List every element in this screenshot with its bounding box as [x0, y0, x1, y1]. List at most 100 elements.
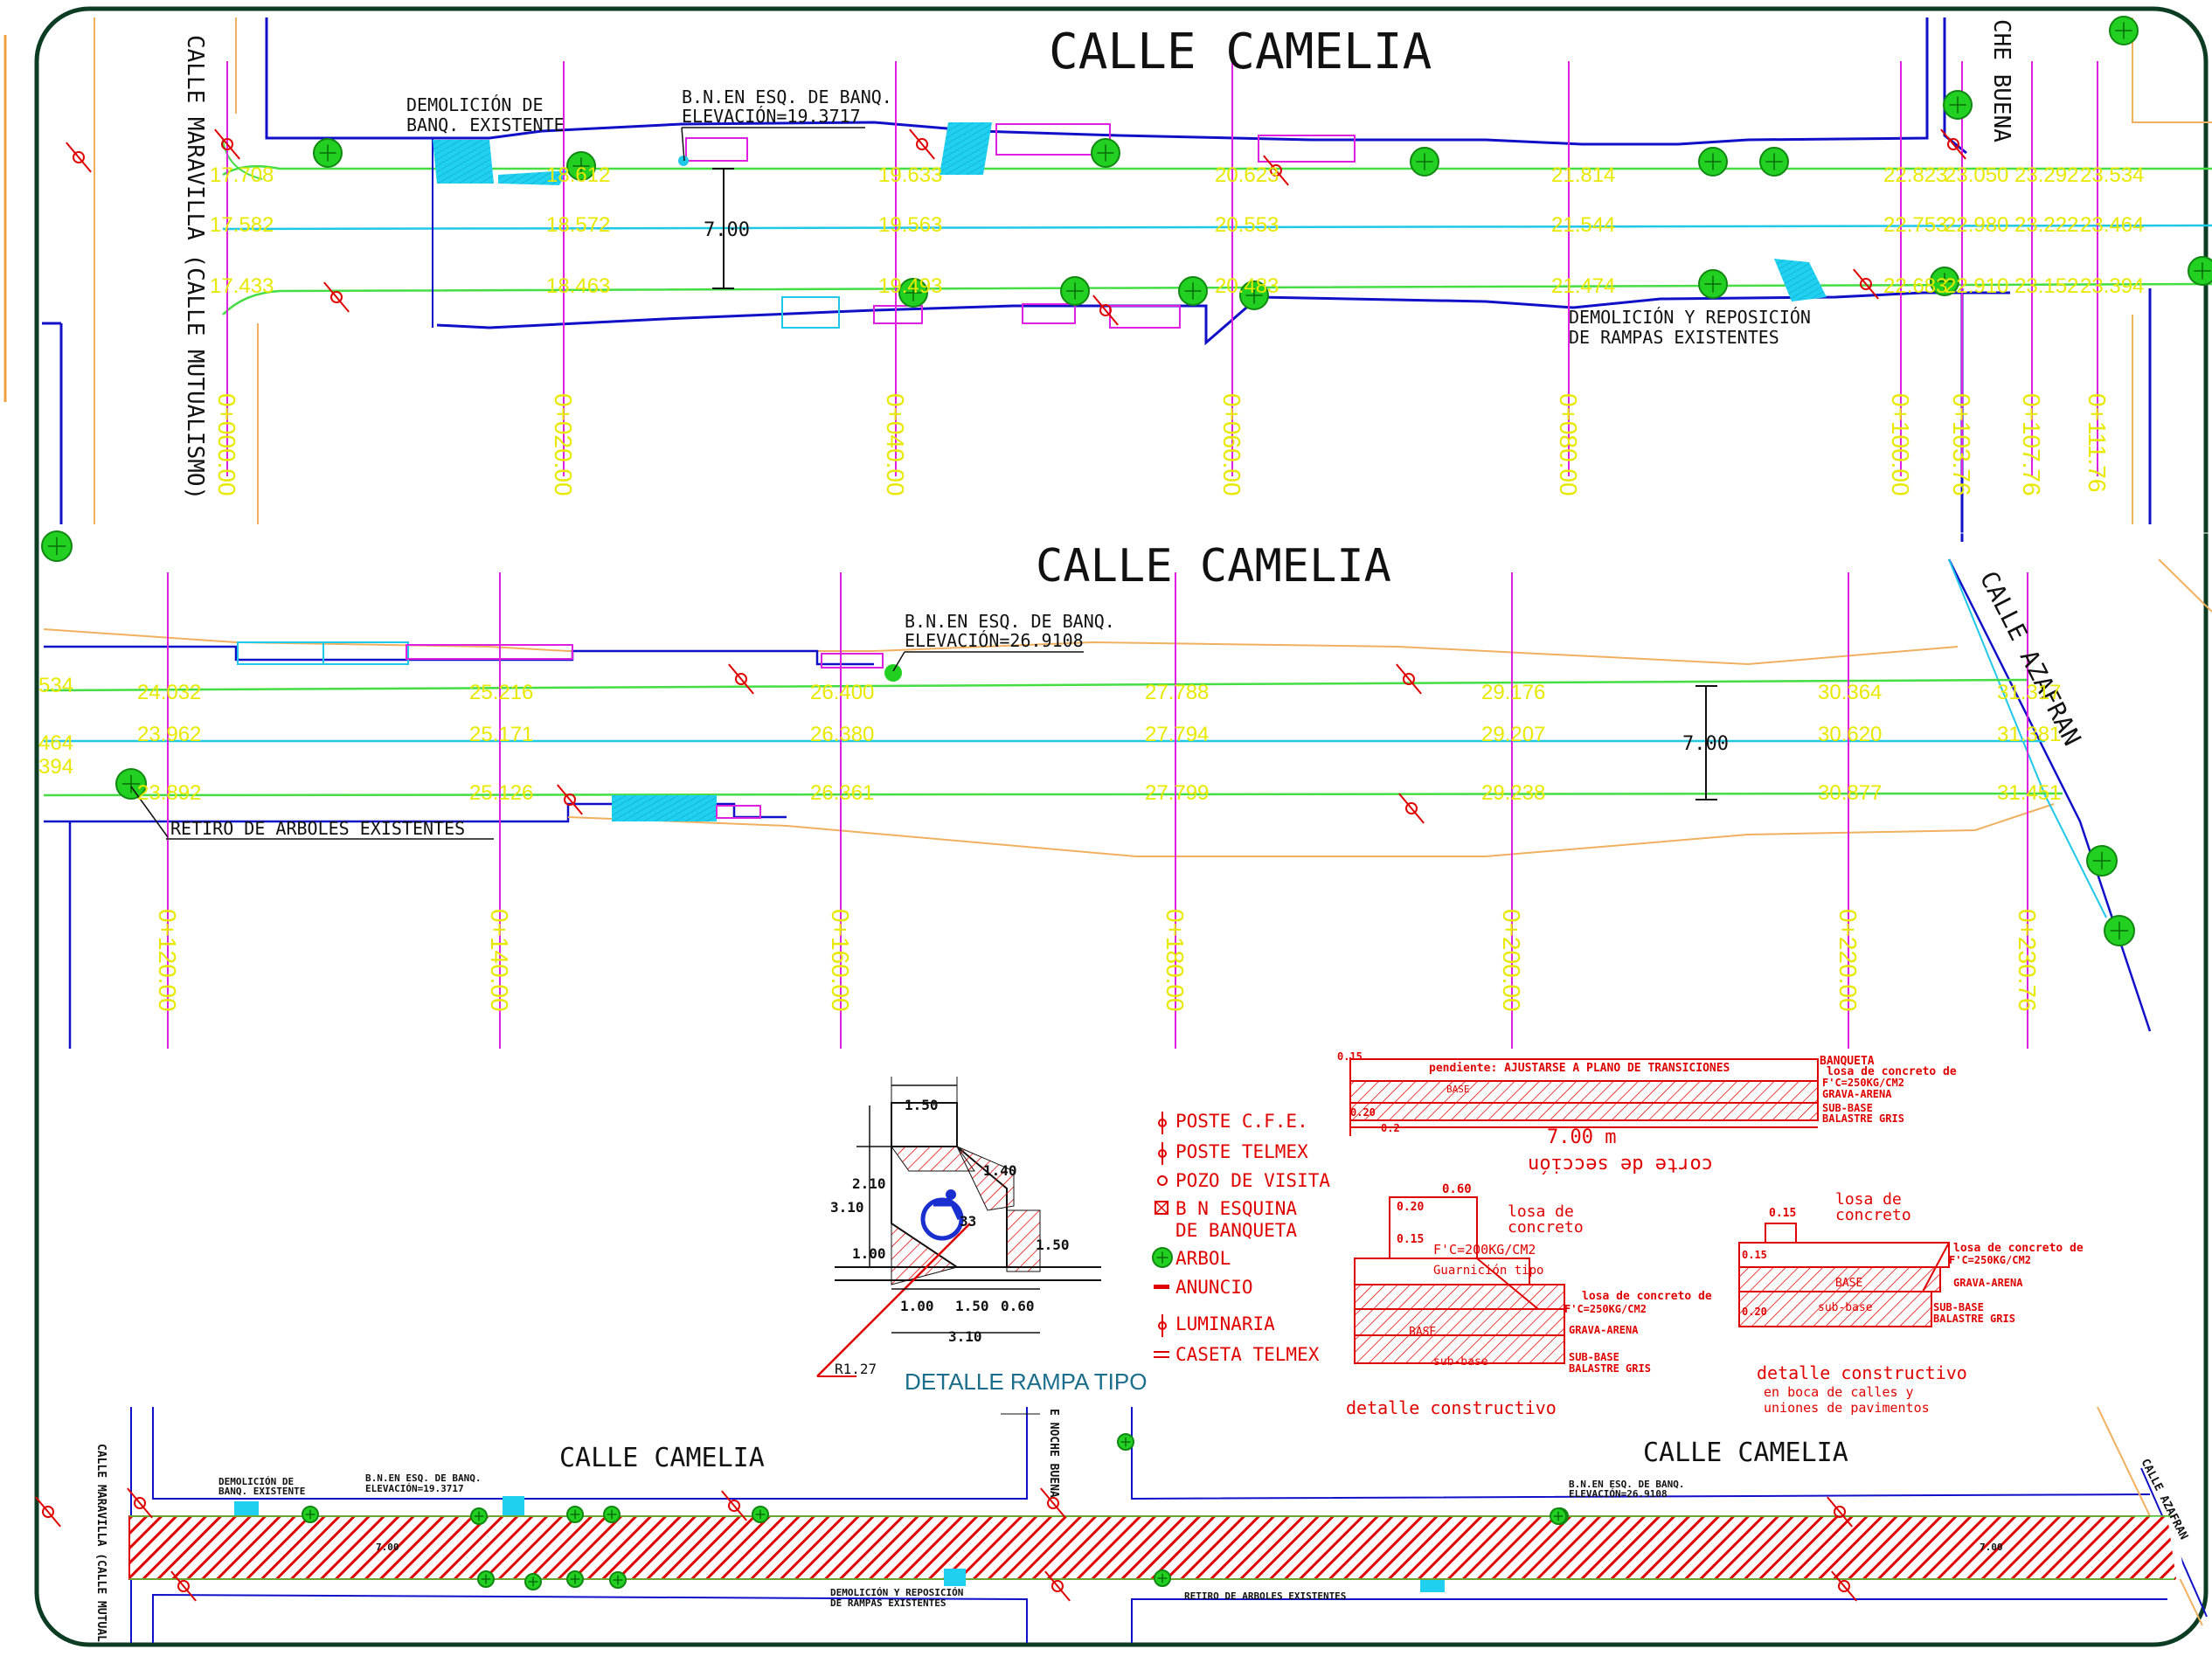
note-trees: RETIRO DE ARBOLES EXISTENTES	[170, 818, 465, 839]
pole-icon-shaft	[35, 1496, 61, 1528]
legend-label: DE BANQUETA	[1175, 1220, 1297, 1241]
elev-bot: 20.483	[1215, 274, 1279, 298]
elev-edge-top: 534	[38, 674, 73, 697]
elev-mid: 25.171	[469, 723, 533, 746]
tree-icon	[609, 1571, 627, 1589]
legend-label: POZO DE VISITA	[1175, 1170, 1330, 1191]
detail2-t015b: 0.15	[1742, 1249, 1767, 1261]
overview-title-left: CALLE CAMELIA	[559, 1443, 765, 1473]
pole-icon-shaft	[1398, 793, 1425, 824]
tree-icon-detail	[1184, 282, 1202, 300]
pole-icon	[1396, 663, 1422, 695]
pole-icon-base	[330, 291, 343, 303]
elev-bot: 29.238	[1481, 781, 1545, 805]
ramp-radius: R1.27	[835, 1361, 877, 1377]
elev-bot: 19.493	[878, 274, 942, 298]
section-t02: 0.2	[1381, 1122, 1400, 1134]
elev-top: 27.788	[1145, 681, 1209, 704]
tree-icon	[1239, 281, 1269, 310]
tree-icon	[2109, 16, 2139, 45]
pole-icon-base	[1099, 304, 1112, 316]
section-t015: 0.15	[1337, 1050, 1363, 1063]
tree-icon	[2104, 915, 2135, 946]
pole-icon-base	[735, 673, 747, 685]
street-section: pendiente: AJUSTARSE A PLANO DE TRANSICI…	[1337, 1050, 1957, 1175]
pole-icon-base	[728, 1500, 740, 1512]
overview-demol-1: DEMOLICIÓN DE	[218, 1476, 294, 1487]
section-grava: GRAVA-ARENA	[1822, 1088, 1892, 1100]
detail1-t015: 0.15	[1397, 1233, 1424, 1246]
pole-icon-shaft	[721, 1490, 747, 1521]
pole-icon-shaft	[728, 663, 754, 695]
pole-icon	[1940, 128, 1966, 160]
elev-mid: 23.464	[2080, 213, 2144, 237]
detail2-losa-1: losa de	[1835, 1190, 1902, 1209]
tree-icon	[752, 1506, 769, 1523]
elev-top: 31.317	[1997, 681, 2061, 704]
elev-mid: 23.962	[137, 723, 201, 746]
elev-top: 19.633	[878, 163, 942, 187]
overview-panel: CALLE CAMELIA CALLE CAMELIA CALLE MARAVI…	[35, 1406, 2208, 1643]
detail1-base: BASE	[1409, 1326, 1436, 1339]
elev-mid: 20.553	[1215, 213, 1279, 237]
elev-top: 18.612	[546, 163, 610, 187]
section-width: 7.00 m	[1547, 1126, 1616, 1148]
ramp-dim-150b: 1.50	[955, 1298, 989, 1314]
ramp-dim-310b: 3.10	[948, 1328, 982, 1345]
pole-icon-base	[1051, 1580, 1064, 1592]
cross-street-right: CHE BUENA	[1988, 19, 2014, 142]
section-base: BASE	[1446, 1084, 1470, 1095]
detail2-caption-2: en boca de calles y	[1764, 1384, 1914, 1400]
overview-bn2-2: ELEVACIÓN=26.9108	[1569, 1488, 1668, 1500]
elev-mid: 29.207	[1481, 723, 1545, 746]
elev-top: 23.292	[2014, 163, 2078, 187]
station-label: 0+060.00	[1218, 393, 1245, 496]
pole-icon-base	[916, 138, 928, 150]
street-title-2: CALLE CAMELIA	[1036, 540, 1391, 592]
tree-icon	[1943, 90, 1973, 120]
elev-mid: 23.222	[2014, 213, 2078, 237]
benchmark-icon-cross	[1155, 1201, 1168, 1215]
elev-mid: 22.753	[1883, 213, 1947, 237]
tree-icon	[1698, 147, 1728, 177]
note-bn2-2: ELEVACIÓN=26.9108	[905, 630, 1084, 651]
tree-icon-detail	[1704, 153, 1722, 170]
tree-icon-detail	[481, 1574, 491, 1584]
pole-icon-shaft	[1263, 155, 1289, 186]
pole-icon-base	[177, 1580, 190, 1592]
legend-label: CASETA TELMEX	[1175, 1344, 1320, 1365]
station-label: 0+111.76	[2084, 393, 2111, 492]
ramp-dim-140: 1.40	[983, 1162, 1017, 1179]
detail2-balastre: BALASTRE GRIS	[1933, 1313, 2015, 1325]
detail2-base: BASE	[1835, 1277, 1862, 1290]
elev-bot: 23.152	[2014, 274, 2078, 298]
pole-icon-shaft	[1396, 663, 1422, 695]
section-mirrored-caption: corte de sección	[1528, 1154, 1713, 1175]
tree-icon-detail	[528, 1576, 538, 1587]
tree-icon	[2188, 256, 2212, 286]
tree-icon-detail	[1949, 96, 1966, 114]
tree-icon	[1410, 147, 1439, 177]
station-label: 0+200.00	[1498, 909, 1525, 1012]
elev-bot: 25.126	[469, 781, 533, 805]
road-surface-hatch	[128, 1515, 2175, 1580]
elev-mid: 31.381	[1997, 723, 2061, 746]
detail1-balastre: BALASTRE GRIS	[1569, 1362, 1651, 1375]
pole-icon-shaft	[1940, 128, 1966, 160]
tree-icon-detail	[1704, 275, 1722, 293]
detail1-t060: 0.60	[1442, 1182, 1472, 1196]
pole-icon-shaft	[214, 128, 240, 160]
tree-icon	[115, 768, 147, 800]
pole-icon-shaft	[127, 1487, 153, 1519]
legend-label: ANUNCIO	[1175, 1277, 1253, 1298]
station-label: 0+100.00	[1887, 393, 1914, 496]
detail2-fc250: F'C=250KG/CM2	[1949, 1254, 2031, 1266]
note-ramps-2: DE RAMPAS EXISTENTES	[1569, 327, 1779, 348]
pole-icon-base	[1047, 1497, 1059, 1509]
road-width-label-2: 7.00	[1682, 733, 1729, 755]
elev-top: 24.032	[137, 681, 201, 704]
tree-icon-detail	[1245, 287, 1263, 304]
station-label: 0+107.76	[2018, 393, 2045, 496]
pole-icon-base	[1405, 802, 1418, 815]
